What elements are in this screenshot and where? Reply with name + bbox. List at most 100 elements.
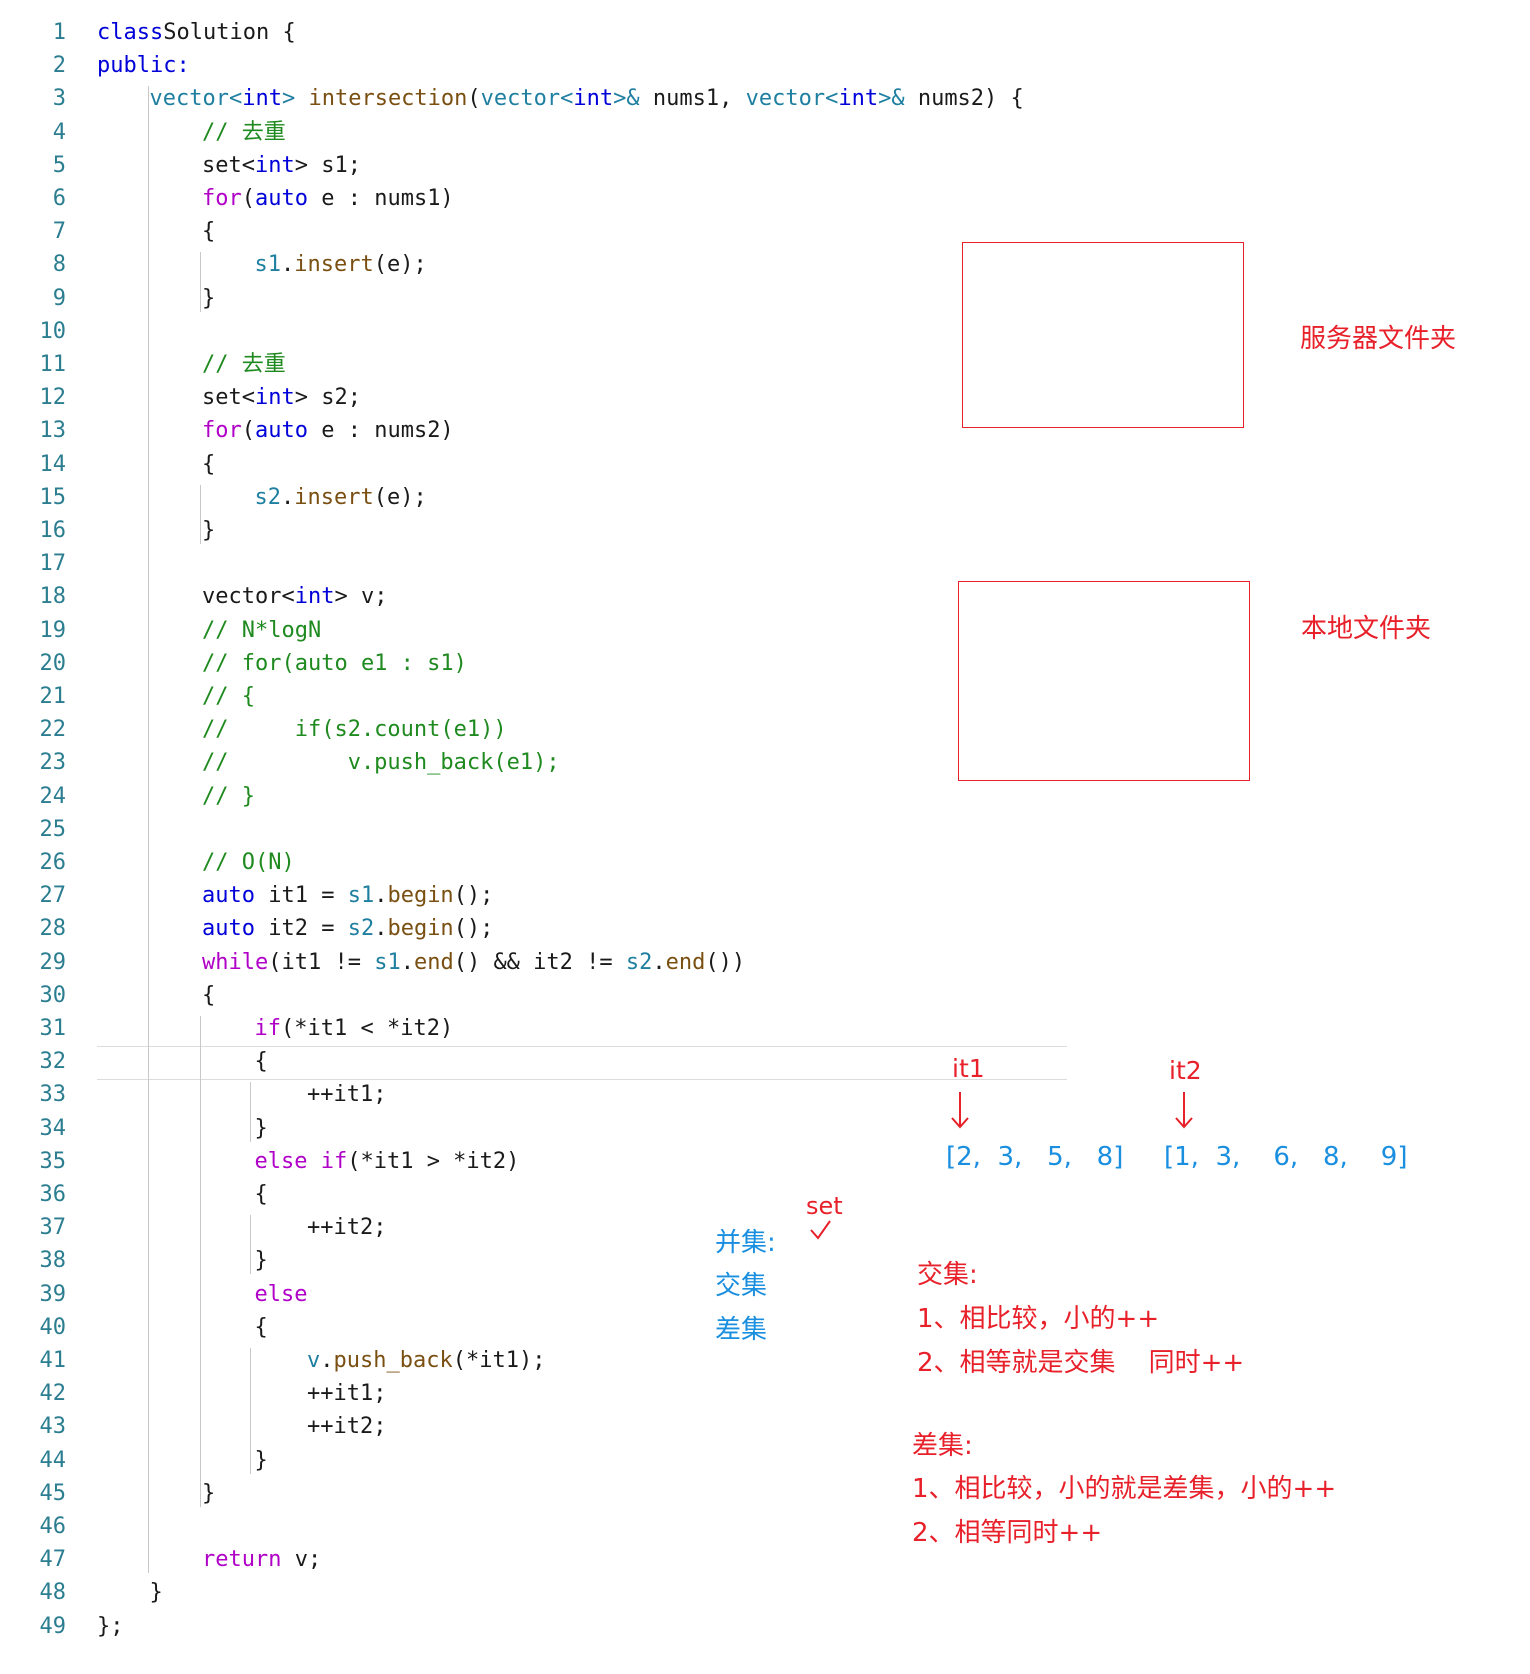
line-number: 14	[39, 451, 67, 477]
code-text: }	[255, 1112, 268, 1146]
code-token: }	[254, 1447, 268, 1473]
code-token: .	[374, 916, 388, 942]
code-text: vector<int> intersection(vector<int>& nu…	[150, 82, 1024, 116]
code-token: begin	[387, 916, 454, 942]
code-line: 32{	[0, 1045, 1065, 1079]
code-token: {	[202, 451, 216, 477]
code-token: {	[254, 1049, 268, 1075]
code-text: ++it1;	[307, 1377, 386, 1411]
line-number: 48	[39, 1580, 67, 1606]
code-token: .	[281, 484, 295, 510]
code-token: // {	[202, 684, 255, 709]
code-text: }	[255, 1244, 268, 1278]
line-number: 40	[39, 1314, 67, 1340]
code-token: (	[467, 86, 481, 112]
code-token: vector<	[202, 584, 295, 610]
code-token: {	[254, 1314, 268, 1340]
line-number: 12	[39, 385, 67, 411]
code-token: (*it1 < *it2)	[281, 1016, 454, 1041]
it2-down-arrow-icon	[1175, 1092, 1193, 1129]
line-number: 22	[39, 717, 67, 743]
code-token: // N*logN	[202, 617, 322, 643]
line-number: 18	[39, 584, 67, 610]
code-text: s2.insert(e);	[255, 481, 427, 515]
code-token: return	[202, 1547, 282, 1573]
code-text: // O(N)	[202, 846, 295, 880]
line-number: 2	[52, 53, 66, 79]
array-2: [1, 3, 6, 8, 9]	[1164, 1142, 1408, 1172]
difference-rule-2: 2、相等同时++	[912, 1518, 1103, 1548]
code-token	[295, 86, 308, 111]
indent-guide	[200, 484, 201, 544]
code-token: .	[281, 252, 295, 278]
code-token: (*it1);	[452, 1348, 546, 1373]
code-text: {	[255, 1178, 268, 1212]
indent-guide	[200, 1016, 201, 1507]
code-line: 30{	[0, 979, 1065, 1013]
code-token: .	[374, 883, 388, 909]
code-line: 9}	[0, 282, 1065, 316]
line-number: 36	[39, 1182, 67, 1207]
line-number: 11	[39, 352, 67, 377]
line-number: 8	[52, 252, 66, 278]
code-token: // 去重	[202, 119, 286, 145]
code-text: ++it2;	[307, 1410, 386, 1444]
code-token: nums1,	[639, 86, 746, 112]
code-line: 26// O(N)	[0, 846, 1065, 880]
line-number: 34	[39, 1115, 67, 1141]
code-line: 38}	[0, 1244, 1065, 1278]
code-text: auto it1 = s1.begin();	[202, 879, 493, 913]
code-token: auto	[255, 186, 308, 211]
code-text: };	[97, 1610, 124, 1644]
code-line: 43++it2;	[0, 1410, 1065, 1444]
code-text: // N*logN	[202, 614, 321, 648]
code-token: (	[241, 186, 255, 211]
code-token: s2	[625, 949, 653, 975]
code-token: // O(N)	[202, 850, 295, 875]
line-number: 39	[39, 1281, 67, 1307]
code-token: push_back	[333, 1348, 453, 1373]
code-text: // 去重	[202, 116, 286, 150]
current-line-highlight	[97, 1046, 1067, 1080]
intersection-rule-2: 2、相等就是交集 同时++	[917, 1348, 1245, 1378]
code-text: }	[202, 282, 215, 316]
union-label: 并集:	[715, 1228, 776, 1258]
code-text: // 去重	[202, 348, 286, 382]
code-line: 37++it2;	[0, 1211, 1065, 1245]
indent-guide	[250, 1348, 251, 1474]
code-token: // if(s2.count(e1))	[202, 717, 507, 743]
code-text: }	[202, 1477, 215, 1511]
code-line: 46	[0, 1510, 1065, 1544]
code-token: it1 =	[254, 883, 348, 909]
code-token: int	[573, 86, 614, 112]
code-token: // 去重	[202, 352, 286, 377]
code-token: > v;	[334, 584, 388, 610]
code-token: {	[202, 982, 216, 1008]
line-number: 23	[39, 750, 67, 776]
code-token: s1	[374, 949, 401, 975]
line-number: 42	[39, 1381, 67, 1407]
local-folder-label: 本地文件夹	[1301, 614, 1432, 644]
code-text: else if(*it1 > *it2)	[255, 1145, 520, 1179]
code-token: int	[254, 152, 295, 178]
code-text: classSolution {	[97, 16, 296, 50]
code-text: while(it1 != s1.end() && it2 != s2.end()…	[202, 946, 745, 980]
code-token: }	[202, 285, 216, 311]
code-text: return v;	[202, 1543, 321, 1577]
code-text: {	[255, 1311, 268, 1345]
it1-label: it1	[952, 1054, 985, 1083]
code-token: ++it1;	[307, 1082, 387, 1108]
intersection-label: 交集	[715, 1271, 768, 1301]
code-token: () && it2 !=	[453, 949, 626, 975]
code-token: public:	[97, 53, 190, 79]
intersection-rule-1: 1、相比较，小的++	[917, 1304, 1160, 1334]
